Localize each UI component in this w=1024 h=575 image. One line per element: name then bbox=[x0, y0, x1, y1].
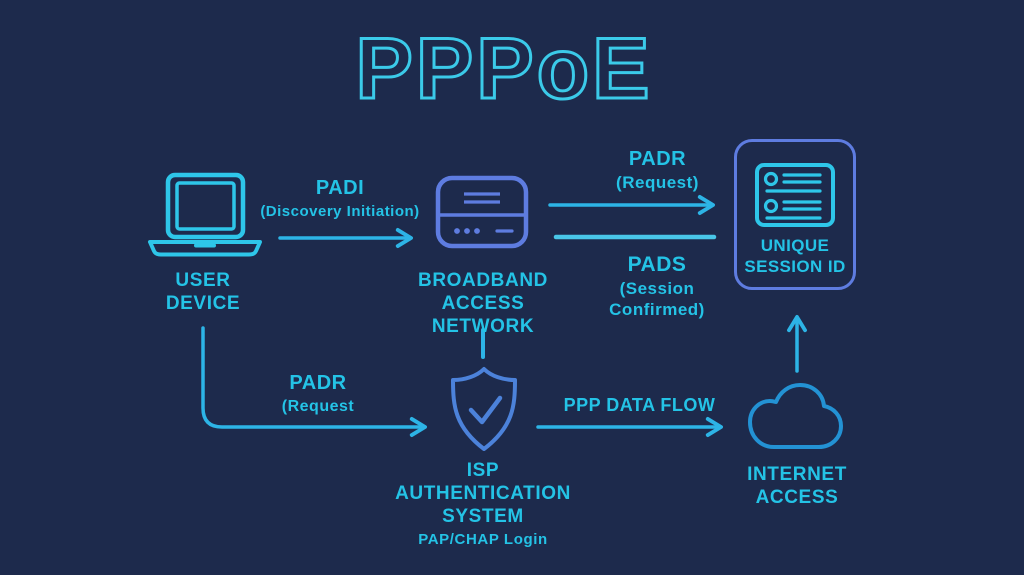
shield-check-icon bbox=[451, 367, 517, 451]
internet-access-label: INTERNET ACCESS bbox=[718, 463, 876, 509]
broadband-line1: BROADBAND bbox=[418, 270, 548, 291]
padr-top-label: PADR (Request) bbox=[580, 148, 735, 192]
pads-subtitle1: (Session bbox=[619, 279, 695, 298]
user-to-isp-arrow bbox=[201, 326, 427, 437]
session-id-label: UNIQUE SESSION ID bbox=[744, 235, 845, 277]
isp-sublabel: PAP/CHAP Login bbox=[418, 531, 548, 548]
user-device-line2: DEVICE bbox=[165, 293, 241, 314]
isp-line3: SYSTEM bbox=[442, 506, 524, 527]
ppp-title: PPP DATA FLOW bbox=[563, 395, 716, 415]
padr-bottom-label: PADR (Request bbox=[243, 372, 393, 416]
padi-title: PADI bbox=[315, 177, 365, 199]
padr-top-subtitle: (Request) bbox=[616, 173, 699, 192]
session-id-line2: SESSION ID bbox=[744, 257, 846, 276]
laptop-icon bbox=[148, 172, 262, 257]
diagram-title: PPPoE bbox=[354, 20, 653, 113]
session-id-box: UNIQUE SESSION ID bbox=[734, 139, 856, 290]
padr-top-title: PADR bbox=[628, 148, 687, 170]
padi-label: PADI (Discovery Initiation) bbox=[252, 177, 428, 221]
pads-label: PADS (Session Confirmed) bbox=[578, 253, 736, 320]
session-card-icon bbox=[755, 163, 835, 227]
padi-subtitle: (Discovery Initiation) bbox=[260, 203, 420, 220]
user-device-line1: USER bbox=[175, 270, 231, 291]
title-text: PPPoE bbox=[356, 21, 653, 112]
broadband-line2: ACCESS NETWORK bbox=[431, 293, 535, 337]
isp-line1: ISP bbox=[466, 460, 500, 481]
internet-line2: ACCESS bbox=[755, 487, 839, 508]
padr-bottom-title: PADR bbox=[289, 372, 347, 394]
broadband-label: BROADBAND ACCESS NETWORK bbox=[393, 269, 573, 338]
ppp-data-flow-label: PPP DATA FLOW bbox=[542, 394, 737, 417]
pads-title: PADS bbox=[627, 253, 687, 276]
pads-subtitle2: Confirmed) bbox=[609, 300, 705, 319]
isp-auth-label: ISP AUTHENTICATION SYSTEM PAP/CHAP Login bbox=[368, 459, 598, 549]
modem-icon bbox=[435, 175, 529, 249]
session-id-line1: UNIQUE bbox=[760, 236, 830, 255]
isp-line2: AUTHENTICATION bbox=[395, 483, 571, 504]
padr-bottom-subtitle: (Request bbox=[281, 398, 355, 415]
user-device-label: USER DEVICE bbox=[118, 269, 288, 315]
internet-line1: INTERNET bbox=[747, 464, 847, 485]
cloud-icon bbox=[748, 383, 843, 449]
